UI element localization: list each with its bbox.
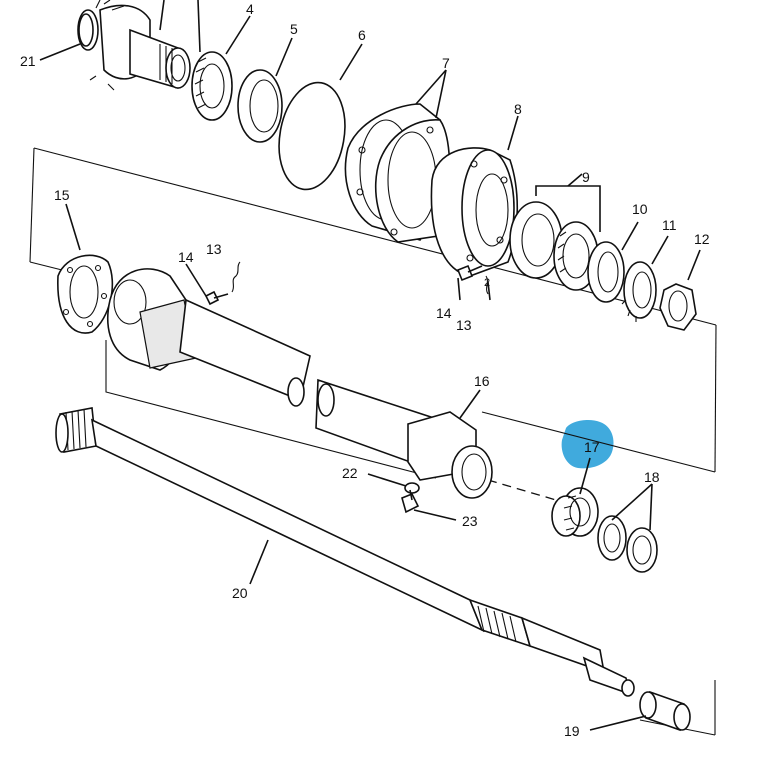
gaskets-7 (344, 103, 451, 243)
callout-11: 11 (662, 217, 677, 233)
o-ring-6 (278, 81, 346, 191)
bearing-set-9 (509, 201, 599, 291)
callout-17-highlight (561, 420, 614, 469)
callout-8: 8 (514, 101, 522, 117)
bolt-14-right (456, 264, 483, 282)
seals-18 (597, 515, 658, 573)
bearing-17 (551, 487, 599, 537)
callout-19: 19 (564, 723, 580, 739)
housing-8 (430, 147, 519, 277)
nut-12 (659, 283, 697, 331)
bearing-cone-4 (191, 51, 233, 121)
callout-18: 18 (644, 469, 660, 485)
callout-14-right: 14 (436, 305, 452, 321)
washer-10 (587, 241, 625, 303)
callout-20: 20 (232, 585, 248, 601)
callout-4: 4 (246, 1, 254, 17)
callout-15: 15 (54, 187, 70, 203)
callout-22: 22 (342, 465, 358, 481)
callout-7: 7 (442, 55, 450, 71)
bushing-19 (639, 690, 691, 732)
callout-13-right: 13 (456, 317, 472, 333)
callout-10: 10 (632, 201, 648, 217)
bolt-23 (401, 489, 420, 514)
callout-5: 5 (290, 21, 298, 37)
washer-22 (404, 482, 420, 494)
callout-21: 21 (20, 53, 36, 69)
axle-shaft-20 (55, 407, 635, 697)
callout-14-left: 14 (178, 249, 194, 265)
top-gear-hub (77, 0, 191, 91)
gasket-15 (57, 254, 114, 334)
callout-23: 23 (462, 513, 478, 529)
bearing-cup-5 (237, 69, 283, 143)
cotter-pin-13-right (485, 275, 489, 295)
callout-9: 9 (582, 169, 590, 185)
snap-ring-21 (78, 13, 94, 47)
callout-labels: 4 5 6 7 8 9 10 11 12 13 14 14 13 2 15 16… (20, 1, 710, 739)
axle-housing-16 (107, 268, 493, 499)
cotter-pin-13-left (231, 261, 241, 293)
leader-lines (39, 0, 701, 731)
bolt-14-left (204, 290, 229, 306)
callout-2: 2 (484, 277, 490, 289)
callout-12: 12 (694, 231, 710, 247)
callout-16: 16 (474, 373, 490, 389)
lock-washer-11 (621, 261, 657, 322)
callout-6: 6 (358, 27, 366, 43)
callout-17: 17 (584, 439, 600, 455)
callout-13-left: 13 (206, 241, 222, 257)
